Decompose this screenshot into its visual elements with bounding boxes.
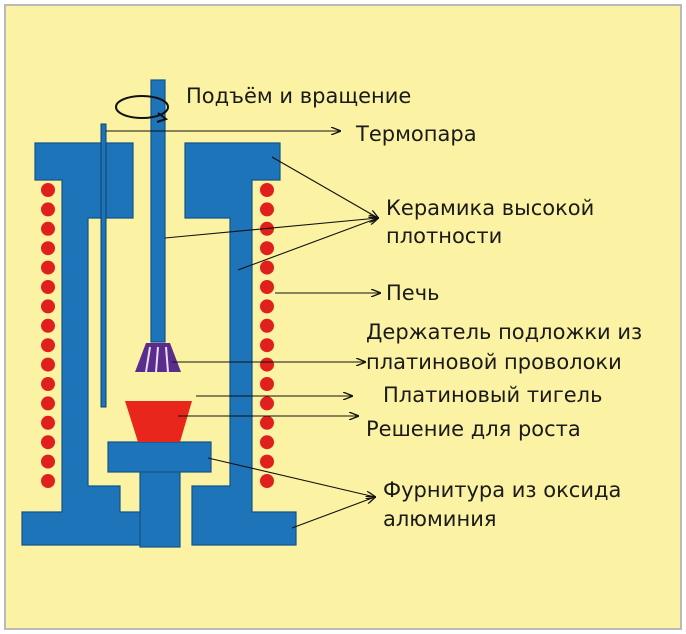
heater-dot-right [260, 318, 274, 333]
heater-dot-left [41, 260, 55, 275]
heater-dot-left [41, 338, 55, 353]
label-furnace: Печь [386, 281, 440, 305]
heater-dot-left [41, 474, 55, 488]
heater-dot-right [260, 474, 274, 488]
label-holder-line1: Держатель подложки из [366, 320, 642, 344]
label-pull-rotation: Подъём и вращение [186, 84, 411, 108]
label-thermocouple: Термопара [355, 122, 477, 146]
heater-dot-left [41, 202, 55, 217]
heater-coil-right [260, 183, 274, 488]
label-alumina-line1: Фурнитура из оксида [383, 478, 621, 502]
heater-dot-right [260, 280, 274, 294]
heater-dot-left [41, 435, 55, 450]
heater-dot-left [41, 454, 55, 469]
heater-dot-right [260, 396, 274, 411]
label-solution: Решение для роста [366, 417, 581, 441]
heater-dot-right [260, 260, 274, 275]
heater-dot-left [41, 318, 55, 333]
heater-dot-left [41, 396, 55, 411]
heater-dot-right [260, 377, 274, 391]
leader-lines [106, 131, 380, 529]
heater-dot-right [260, 454, 274, 469]
heater-dot-left [41, 299, 55, 314]
heater-dot-right [260, 299, 274, 314]
heater-dot-right [260, 338, 274, 353]
heater-dot-left [41, 221, 55, 236]
heater-dot-right [260, 357, 274, 372]
heater-coil-left [41, 183, 55, 488]
alumina-pedestal-top [107, 441, 212, 473]
heater-dot-left [41, 415, 55, 430]
heater-dot-left [41, 183, 55, 197]
pull-rod [150, 79, 166, 343]
platinum-crucible [125, 401, 192, 442]
right-ceramic-wall [184, 142, 297, 546]
heater-dot-left [41, 241, 55, 256]
heater-dot-right [260, 183, 274, 197]
heater-dot-right [260, 202, 274, 217]
thermocouple-rod [100, 123, 107, 408]
alumina-pedestal-stem [139, 471, 181, 548]
heater-dot-right [260, 415, 274, 430]
heater-dot-right [260, 241, 274, 256]
rotation-arrow-icon [115, 95, 169, 123]
label-crucible: Платиновый тигель [383, 383, 602, 407]
label-holder-line2: платиновой проволоки [366, 350, 622, 374]
heater-dot-right [260, 435, 274, 450]
label-ceramic-line1: Керамика высокой [386, 196, 594, 220]
label-alumina-line2: алюминия [383, 507, 496, 531]
heater-dot-left [41, 377, 55, 391]
heater-dot-left [41, 280, 55, 294]
heater-dot-left [41, 357, 55, 372]
label-ceramic-line2: плотности [386, 224, 502, 248]
